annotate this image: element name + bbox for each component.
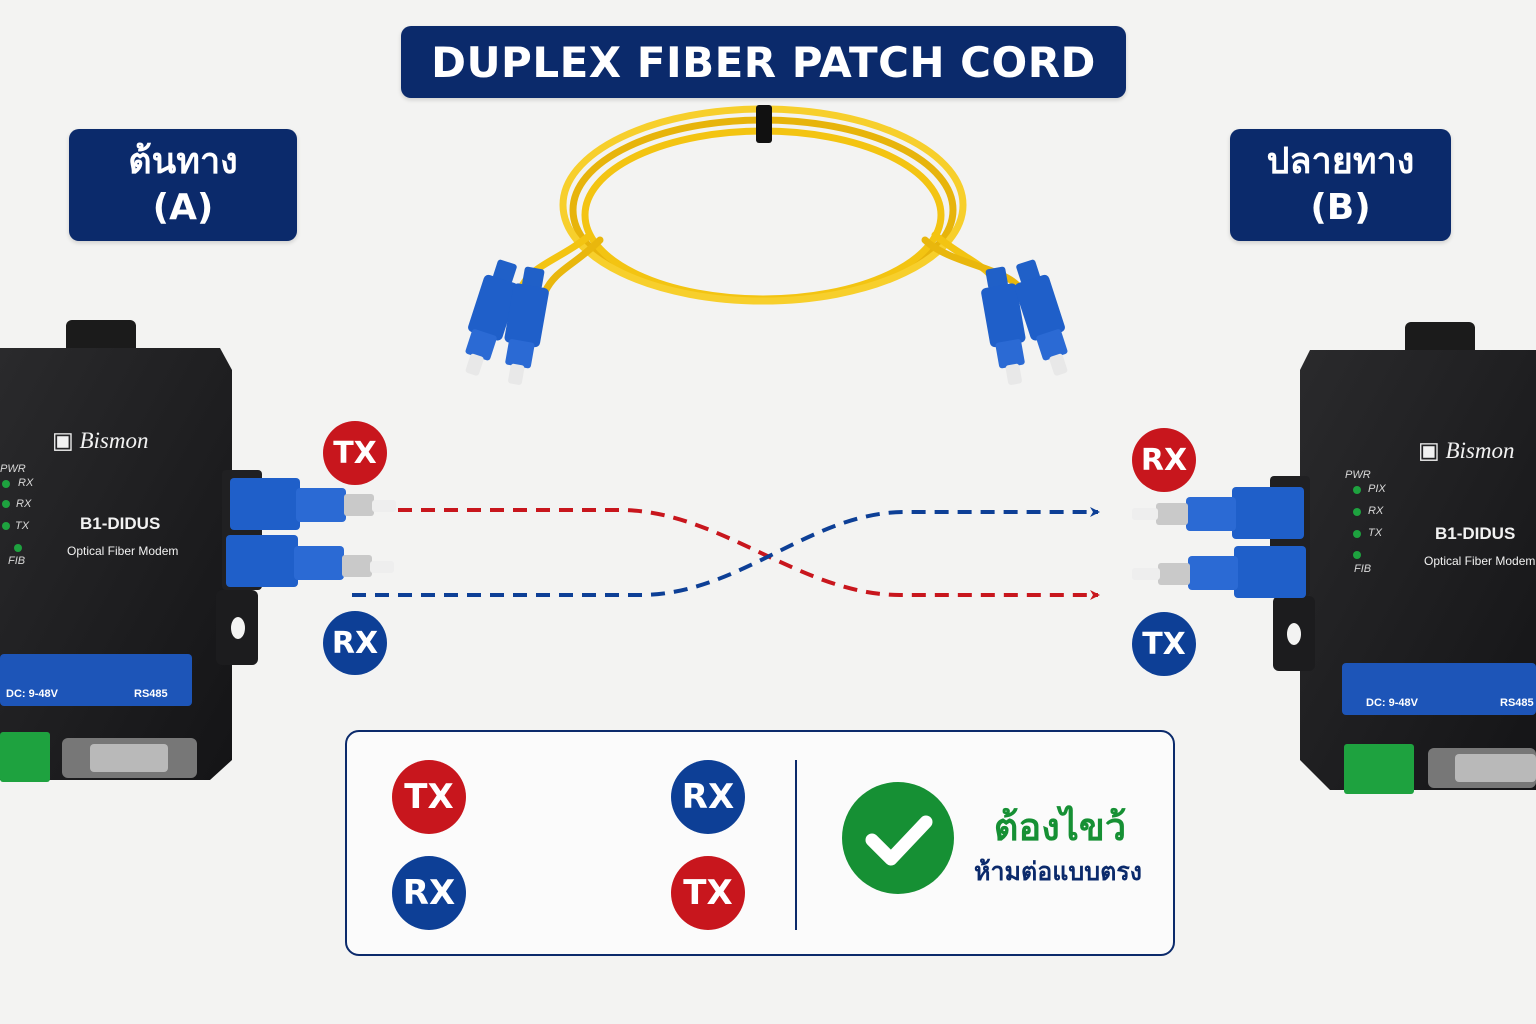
port-b-tx-badge: TX [1132, 612, 1196, 676]
device-a-led-tx: TX [15, 520, 30, 532]
side-b-name: ปลายทาง [1266, 141, 1415, 182]
side-a-label: ต้นทาง (A) [69, 129, 297, 241]
device-b-led-pix: PIX [1368, 483, 1386, 495]
cable-tie [756, 105, 772, 143]
device-a-led-pwr: PWR [0, 463, 26, 475]
side-b-label: ปลายทาง (B) [1230, 129, 1451, 241]
legend-row1-to: RX [671, 760, 745, 834]
legend-divider [795, 760, 797, 930]
legend-row2-to: TX [671, 856, 745, 930]
device-b-led-fib: FIB [1354, 563, 1372, 575]
title-text: DUPLEX FIBER PATCH CORD [431, 37, 1096, 87]
legend-row1-from: TX [392, 760, 466, 834]
device-b [1132, 322, 1536, 794]
device-b-serial-label: RS485 [1500, 697, 1534, 709]
device-a-led-rx: RX [18, 477, 34, 489]
device-b-model: B1-DIDUS [1435, 524, 1516, 543]
device-a-led-rx2: RX [16, 498, 32, 510]
legend-box [345, 730, 1175, 956]
device-a [0, 320, 396, 782]
device-a-power-label: DC: 9-48V [6, 688, 58, 700]
device-b-led-rx: RX [1368, 505, 1384, 517]
device-b-led-tx: TX [1368, 527, 1383, 539]
crossover-required-text: ต้องไขว้ [993, 805, 1127, 849]
device-b-subtitle: Optical Fiber Modem [1424, 554, 1536, 568]
port-a-rx-badge: RX [323, 611, 387, 675]
signal-line-tx-a-to-rx-b [398, 508, 1100, 600]
cord-connectors-left [465, 259, 549, 385]
cord-connectors-right [981, 259, 1068, 385]
side-a-name: ต้นทาง [128, 141, 238, 182]
legend-row2-from: RX [392, 856, 466, 930]
signal-line-tx-b-to-rx-a [352, 507, 1100, 597]
device-b-power-label: DC: 9-48V [1366, 697, 1418, 709]
device-a-led-fib: FIB [8, 555, 26, 567]
port-b-rx-badge: RX [1132, 428, 1196, 492]
device-b-brand: ▣ Bismon [1418, 438, 1515, 463]
device-a-model: B1-DIDUS [80, 514, 161, 533]
no-straight-connection-text: ห้ามต่อแบบตรง [974, 857, 1142, 886]
device-b-led-pwr: PWR [1345, 469, 1371, 481]
device-a-serial-label: RS485 [134, 688, 168, 700]
port-a-tx-badge: TX [323, 421, 387, 485]
device-a-brand: ▣ Bismon [52, 428, 149, 453]
title-banner: DUPLEX FIBER PATCH CORD [401, 26, 1126, 98]
check-icon [842, 782, 954, 894]
side-b-letter: (B) [1310, 187, 1371, 228]
device-a-subtitle: Optical Fiber Modem [67, 544, 179, 558]
side-a-letter: (A) [152, 187, 214, 228]
